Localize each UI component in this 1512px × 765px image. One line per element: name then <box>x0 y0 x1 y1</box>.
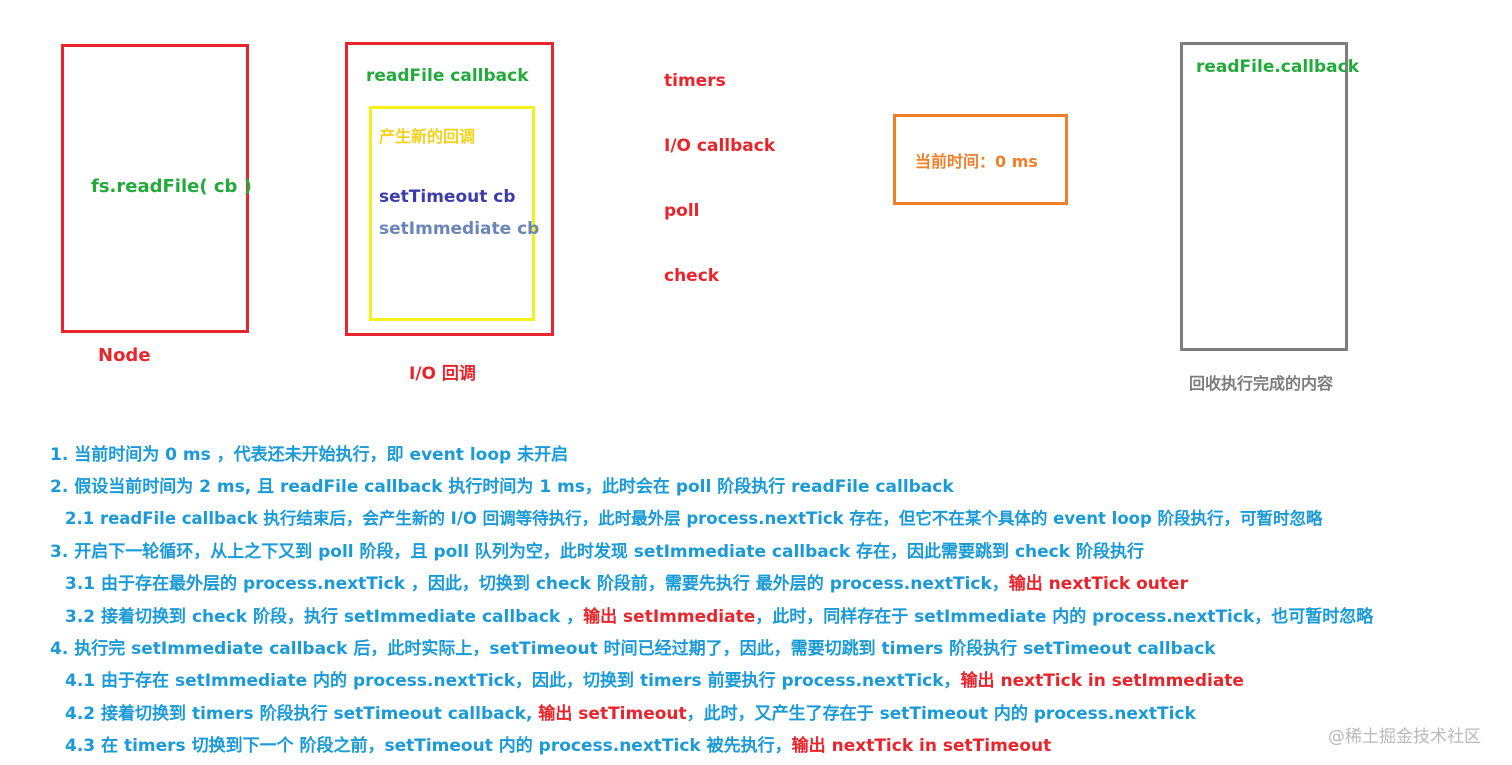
note-text: 3.1 由于存在最外层的 process.nextTick ，因此，切换到 ch… <box>65 574 1009 594</box>
note-text-tail: ，此时，又产生了存在于 setTimeout 内的 process.nextTi… <box>686 704 1196 724</box>
note-text: 1. 当前时间为 0 ms ，代表还未开始执行，即 event loop 未开启 <box>50 445 569 465</box>
new-callback-title: 产生新的回调 <box>379 127 476 146</box>
note-output: 输出 setImmediate <box>583 607 756 627</box>
note-text-tail: ，此时，同样存在于 setImmediate 内的 process.nextTi… <box>755 607 1374 627</box>
node-code-label: fs.readFile( cb ) <box>91 176 252 197</box>
note-line-4-2: 4.2 接着切换到 timers 阶段执行 setTimeout callbac… <box>65 699 1196 724</box>
note-text: 4. 执行完 setImmediate callback 后，此时实际上，set… <box>50 639 1216 659</box>
note-output: 输出 setTimeout <box>538 704 687 724</box>
note-line-3-2: 3.2 接着切换到 check 阶段，执行 setImmediate callb… <box>65 602 1373 627</box>
note-text: 2.1 readFile callback 执行结束后，会产生新的 I/O 回调… <box>65 509 1323 528</box>
node-box <box>61 44 249 333</box>
new-callback-box <box>369 106 535 321</box>
note-line-4-3: 4.3 在 timers 切换到下一个 阶段之前，setTimeout 内的 p… <box>65 731 1051 756</box>
phase-io-callback: I/O callback <box>664 136 776 156</box>
phase-poll: poll <box>664 201 700 221</box>
note-text: 4.2 接着切换到 timers 阶段执行 setTimeout callbac… <box>65 704 539 724</box>
current-time-box <box>893 114 1068 205</box>
note-line-2: 2. 假设当前时间为 2 ms, 且 readFile callback 执行时… <box>50 472 954 497</box>
phase-check: check <box>664 266 720 286</box>
note-text: 4.3 在 timers 切换到下一个 阶段之前，setTimeout 内的 p… <box>65 736 792 756</box>
note-text: 3. 开启下一轮循环，从上之下又到 poll 阶段，且 poll 队列为空，此时… <box>50 542 1144 562</box>
result-box-title: readFile.callback <box>1196 57 1360 77</box>
note-text: 4.1 由于存在 setImmediate 内的 process.nextTic… <box>65 671 961 691</box>
note-output: 输出 nextTick in setTimeout <box>791 736 1052 756</box>
note-line-4: 4. 执行完 setImmediate callback 后，此时实际上，set… <box>50 634 1216 659</box>
setimmediate-cb-label: setImmediate cb <box>379 219 540 239</box>
phase-timers: timers <box>664 71 726 91</box>
io-box-title: readFile callback <box>366 66 529 86</box>
note-line-4-1: 4.1 由于存在 setImmediate 内的 process.nextTic… <box>65 666 1244 691</box>
io-box-caption: I/O 回调 <box>409 364 476 384</box>
current-time-label: 当前时间：0 ms <box>915 152 1038 171</box>
node-caption: Node <box>98 345 151 366</box>
result-box <box>1180 42 1348 351</box>
note-text: 3.2 接着切换到 check 阶段，执行 setImmediate callb… <box>65 607 584 627</box>
watermark: @稀土掘金技术社区 <box>1328 727 1481 747</box>
settimeout-cb-label: setTimeout cb <box>379 187 516 207</box>
result-box-caption: 回收执行完成的内容 <box>1189 374 1334 393</box>
note-line-2-1: 2.1 readFile callback 执行结束后，会产生新的 I/O 回调… <box>65 505 1323 529</box>
note-output: 输出 nextTick outer <box>1008 574 1188 594</box>
note-line-3: 3. 开启下一轮循环，从上之下又到 poll 阶段，且 poll 队列为空，此时… <box>50 537 1144 562</box>
io-callback-box <box>345 42 554 336</box>
note-text: 2. 假设当前时间为 2 ms, 且 readFile callback 执行时… <box>50 477 954 497</box>
note-line-1: 1. 当前时间为 0 ms ，代表还未开始执行，即 event loop 未开启 <box>50 440 568 465</box>
note-output: 输出 nextTick in setImmediate <box>960 671 1244 691</box>
note-line-3-1: 3.1 由于存在最外层的 process.nextTick ，因此，切换到 ch… <box>65 569 1188 594</box>
